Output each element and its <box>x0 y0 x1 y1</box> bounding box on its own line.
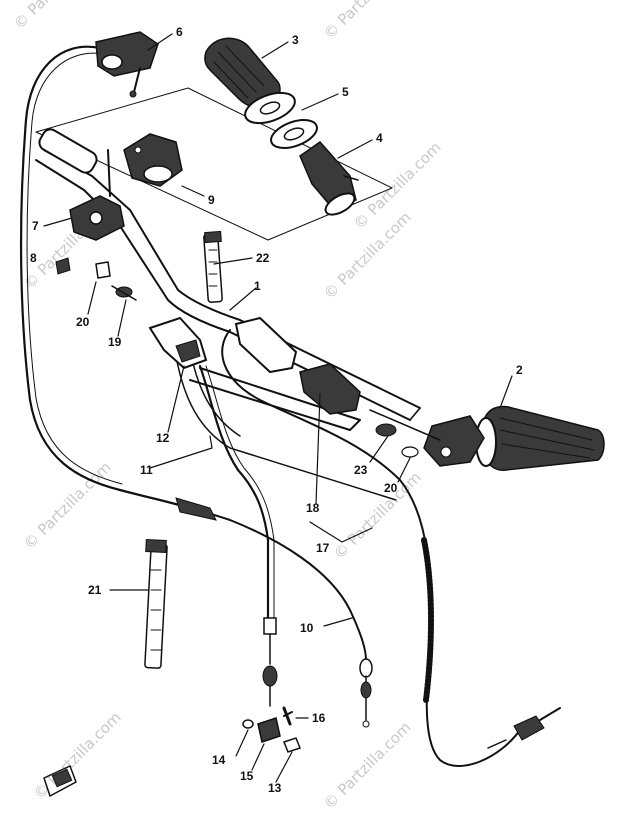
fasteners-13-16 <box>242 706 301 753</box>
strap-21 <box>144 538 168 669</box>
callout-21: 21 <box>88 583 102 597</box>
washer-5 <box>270 119 318 149</box>
badge-icon <box>43 765 77 797</box>
watermark: © Partzilla.com <box>20 458 115 553</box>
watermark: © Partzilla.com <box>330 468 425 563</box>
left-lever-housing <box>69 149 125 241</box>
clutch-cable-11 <box>198 364 278 707</box>
callout-7: 7 <box>32 219 39 233</box>
throttle-tube-4 <box>299 141 359 216</box>
hot-start-lever <box>95 31 159 98</box>
watermarks: © Partzilla.com © Partzilla.com © Partzi… <box>10 0 445 813</box>
callout-20b: 20 <box>384 481 398 495</box>
callout-18: 18 <box>306 501 320 515</box>
callout-12: 12 <box>156 431 170 445</box>
callout-labels: 6 3 5 4 9 7 8 22 1 20 19 2 12 11 23 20 1… <box>30 25 523 795</box>
callout-13: 13 <box>268 781 282 795</box>
callout-4: 4 <box>376 131 383 145</box>
callout-17: 17 <box>316 541 330 555</box>
callout-9: 9 <box>208 193 215 207</box>
callout-16: 16 <box>312 711 326 725</box>
callout-3: 3 <box>292 33 299 47</box>
callout-19: 19 <box>108 335 122 349</box>
callout-2: 2 <box>516 363 523 377</box>
watermark: © Partzilla.com <box>30 708 125 803</box>
watermark: © Partzilla.com <box>10 0 105 33</box>
watermark: © Partzilla.com <box>320 0 415 43</box>
leader-lines <box>43 33 513 783</box>
callout-23: 23 <box>354 463 368 477</box>
callout-22: 22 <box>256 251 270 265</box>
throttle-housing-9 <box>123 133 183 187</box>
left-small-parts <box>55 257 137 301</box>
right-cable-switch-18 <box>234 316 361 415</box>
strap-22 <box>203 230 223 303</box>
exploded-view-outline <box>35 87 393 241</box>
grip-3 <box>204 37 296 125</box>
callout-15: 15 <box>240 769 254 783</box>
callout-20a: 20 <box>76 315 90 329</box>
callout-14: 14 <box>212 753 226 767</box>
callout-10: 10 <box>300 621 314 635</box>
callout-6: 6 <box>176 25 183 39</box>
right-grip-2 <box>369 405 605 471</box>
watermark: © Partzilla.com <box>320 718 415 813</box>
callout-5: 5 <box>342 85 349 99</box>
handlebar <box>35 128 421 501</box>
throttle-cable-17 <box>221 329 561 767</box>
cable-10 <box>119 489 373 728</box>
left-cable-switch-12 <box>148 316 208 370</box>
callout-1: 1 <box>254 279 261 293</box>
callout-8: 8 <box>30 251 37 265</box>
callout-11: 11 <box>140 463 153 477</box>
